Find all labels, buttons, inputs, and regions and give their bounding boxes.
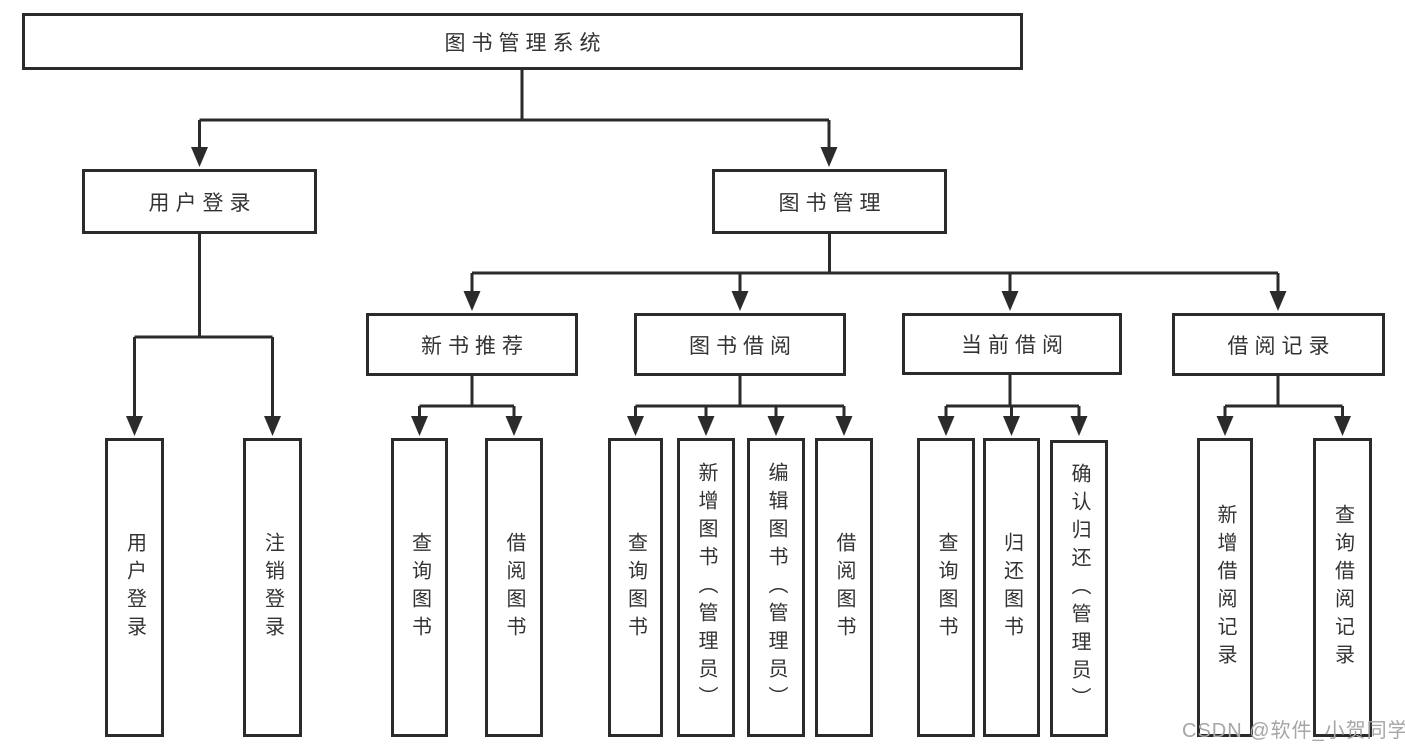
node-book-management: 图书管理 <box>712 169 947 234</box>
node-user-login: 用户登录 <box>82 169 317 234</box>
leaf-records-add-record: 新增借阅记录 <box>1197 438 1253 737</box>
node-current-borrowing: 当前借阅 <box>902 313 1122 375</box>
leaf-records-query-record: 查询借阅记录 <box>1313 438 1372 737</box>
leaf-borrowing-edit-books-admin: 编辑图书（管理员） <box>747 438 805 737</box>
leaf-current-confirm-return-admin: 确认归还（管理员） <box>1050 440 1108 737</box>
leaf-logout: 注销登录 <box>243 438 302 737</box>
leaf-borrowing-borrow-books: 借阅图书 <box>815 438 873 737</box>
leaf-current-query-books: 查询图书 <box>917 438 975 737</box>
node-new-book-recommend: 新书推荐 <box>366 313 578 376</box>
csdn-watermark: CSDN @软件_小贺同学 <box>1182 720 1405 742</box>
node-library-management-system: 图书管理系统 <box>22 13 1023 70</box>
leaf-borrowing-query-books: 查询图书 <box>608 438 663 737</box>
leaf-borrowing-add-books-admin: 新增图书（管理员） <box>677 438 735 737</box>
leaf-newbooks-query-books: 查询图书 <box>391 438 448 737</box>
node-book-borrowing: 图书借阅 <box>634 313 846 376</box>
leaf-newbooks-borrow-books: 借阅图书 <box>485 438 543 737</box>
arrowhead-icons <box>126 147 1351 436</box>
leaf-user-login: 用户登录 <box>105 438 164 737</box>
leaf-current-return-books: 归还图书 <box>983 438 1040 737</box>
node-borrowing-records: 借阅记录 <box>1172 313 1385 376</box>
